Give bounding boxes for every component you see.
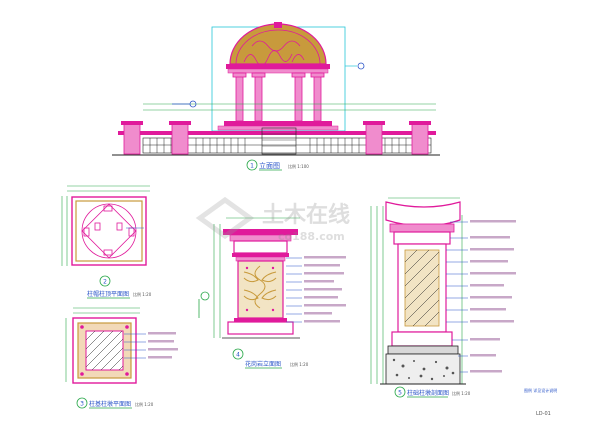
watermark-url: co188.com [278,230,345,243]
column-cap-plan: 2 柱帽柱顶平面图 比例 1:20 [61,185,152,299]
elevation-scale: 比例 1:100 [288,163,309,169]
watermark: 土木在线 co188.com [195,196,350,243]
column-elev-title: 花岗岩立面图 [245,360,281,368]
elevation-marker [246,159,258,171]
base-plan-title: 柱基柱墩平面图 [89,400,131,408]
elevation-marker-number: 1 [250,163,254,170]
column-plan-scale: 比例 1:20 [133,291,152,297]
elevation-view: 1 立面图 比例 1:100 [112,22,440,171]
watermark-brand: 土木在线 [262,202,350,228]
balustrade [112,121,440,156]
column-elevation: 4 花岗岩立面图 比例 1:20 [198,217,346,369]
elevation-title: 立面图 [259,161,280,170]
base-plan-scale: 比例 1:20 [135,401,154,407]
column-base-plan: 3 柱基柱墩平面图 比例 1:20 [65,307,178,409]
column-plan-title: 柱帽柱顶平面图 [87,290,129,298]
footer-note: 图例 详见设计说明 [524,387,557,393]
dome [226,22,330,74]
column-elev-marker-number: 4 [236,352,240,359]
colonnade [232,72,325,122]
watermark-logo [195,196,255,240]
section-title: 柱础柱墩剖面图 [407,389,449,397]
base-plan-marker-number: 3 [80,401,84,408]
column-elev-scale: 比例 1:20 [290,361,309,367]
section-scale: 比例 1:20 [452,390,471,396]
column-plan-marker-number: 2 [103,279,107,286]
column-section: 5 柱础柱墩剖面图 比例 1:20 [370,197,516,398]
sheet-number: LD-01 [536,411,551,417]
callout-marker [357,62,365,70]
section-marker-number: 5 [398,390,402,397]
